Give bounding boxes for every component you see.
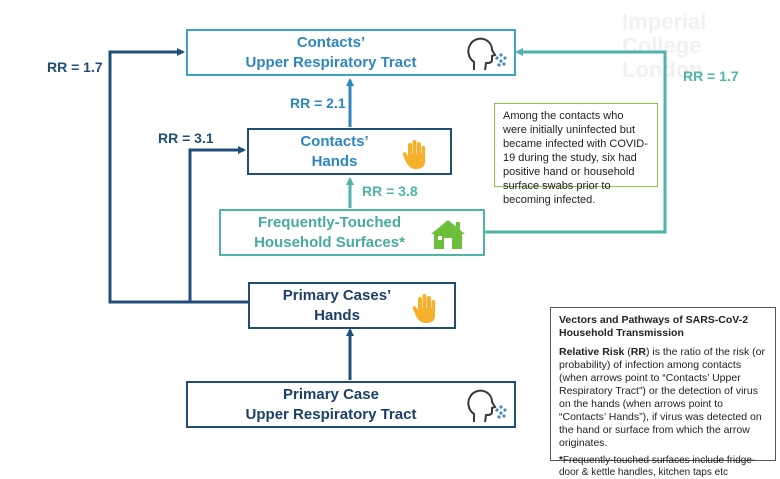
legend-footnote-text: Frequently-touched surfaces include frid… [559,455,756,478]
legend-rr-definition: Relative Risk (RR) is the ratio of the r… [559,346,766,449]
head-virus-icon [467,389,507,423]
contacts-urt-line1: Contacts’ [296,33,366,51]
hand-icon [402,140,426,169]
contacts-hands-line1: Contacts’ [300,132,369,150]
hand-icon [412,294,436,323]
rr-primary-hands-to-contacts-hands: RR = 3.1 [158,130,214,146]
legend-rr-term: Relative Risk [559,346,625,358]
surfaces-line2: Household Surfaces* [254,233,405,251]
primary-hands-line1: Primary Cases’ [282,286,392,304]
rr-surfaces-to-contacts-hands: RR = 3.8 [362,183,418,199]
watermark: Imperial College London [622,10,780,82]
head-virus-icon [467,37,507,71]
contacts-hands-box: Contacts’ Hands [247,128,452,175]
legend-box: Vectors and Pathways of SARS-CoV-2 House… [550,307,776,478]
surfaces-line1: Frequently-Touched [257,213,402,231]
primary-urt-line2: Upper Respiratory Tract [245,405,417,423]
legend-footnote: *Frequently-touched surfaces include fri… [559,455,767,479]
watermark-line1: Imperial College [622,9,707,58]
primary-hands-line2: Hands [314,306,360,324]
legend-rr-abbrev: RR [630,346,646,358]
rr-primary-urt-to-contacts-urt: RR = 1.7 [47,59,103,75]
watermark-line2: London [622,57,703,82]
arrow-surfaces-to-contacts-urt [485,48,667,234]
primary-urt-line1: Primary Case [283,385,379,403]
rr-contacts-hands-to-contacts-urt: RR = 2.1 [290,95,346,111]
legend-rr-text: is the ratio of the risk (or probability… [559,346,766,449]
legend-footnote-mark: * [559,455,563,466]
arrow-primary-hands-to-contacts-urt [108,48,248,304]
rr-surfaces-to-contacts-urt: RR = 1.7 [683,68,739,84]
contacts-hands-line2: Hands [311,152,358,170]
primary-hands-box: Primary Cases’ Hands [248,282,456,329]
contacts-urt-box: Contacts’ Upper Respiratory Tract [186,29,516,76]
contacts-urt-line2: Upper Respiratory Tract [245,53,417,71]
primary-urt-box: Primary Case Upper Respiratory Tract [186,381,516,428]
legend-title: Vectors and Pathways of SARS-CoV-2 House… [559,314,749,339]
house-icon [431,220,465,249]
household-surfaces-box: Frequently-Touched Household Surfaces* [219,209,485,256]
contacts-infection-note: Among the contacts who were initially un… [494,103,658,206]
arrow-primary-hands-to-contacts-hands [188,146,246,302]
